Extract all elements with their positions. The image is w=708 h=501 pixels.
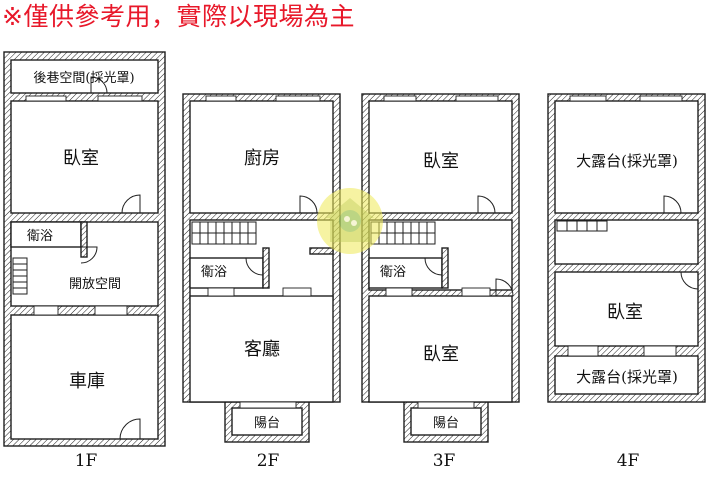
floor-1f-window [94, 305, 128, 316]
floor-4f-terrace-back-door [663, 195, 682, 214]
floor-2f-bathroom-room [189, 257, 264, 289]
floor-3f-bedroom-back-label: 臥室 [423, 151, 459, 172]
floor-3f-bedroom-front-room [368, 295, 513, 403]
floor-4f-stairs [556, 220, 608, 232]
floor-2f-kitchen-door [299, 195, 318, 214]
floor-3f-window [383, 95, 417, 102]
floor-1f-bedroom-room [10, 100, 159, 214]
floor-4f-window [639, 95, 683, 102]
floor-3f-bedroom-back-room [368, 100, 513, 214]
watermark-logo [317, 188, 383, 254]
floor-1f-bedroom-door [121, 194, 141, 214]
floor-1f-label: 1F [75, 451, 98, 471]
floor-2f-partition [309, 247, 334, 255]
floor-2f-window [282, 287, 312, 297]
floor-3f-bathroom-room [368, 257, 443, 289]
floor-1f-back-alley-room [10, 59, 159, 94]
floor-2f-bathroom-door [245, 257, 264, 276]
floor-2f-bath-wall [262, 247, 270, 289]
floor-1f-window [25, 95, 67, 102]
floor-1f-bathroom-label: 衛浴 [27, 229, 53, 244]
floor-2f-window [205, 95, 237, 102]
floor-3f-window [417, 401, 475, 409]
floor-3f-label: 3F [433, 451, 456, 471]
floor-3f-window [455, 95, 499, 102]
floor-1f-stairs [12, 257, 28, 295]
floor-4f-terrace-front-label: 大露台(採光罩) [576, 368, 678, 386]
floor-2f-kitchen-label: 廚房 [244, 147, 280, 169]
floor-2f-window [239, 401, 297, 409]
floor-1f-back-door [90, 76, 108, 94]
floor-2f-living-room [189, 295, 334, 403]
floor-3f-balcony-label: 陽台 [433, 416, 459, 431]
floor-4f-terrace-front-room [554, 355, 699, 395]
floor-2f-label: 2F [257, 451, 280, 471]
floor-3f-balcony-room [410, 407, 482, 436]
floor-1f-garage-label: 車庫 [69, 371, 105, 392]
floor-4f-label: 4F [617, 451, 640, 471]
floor-4f-window [569, 95, 607, 102]
floor-2f-balcony-room [231, 407, 303, 436]
floor-2f-stairs [191, 221, 257, 245]
floor-3f-bedroom-front-door [495, 278, 514, 297]
floor-4f-bedroom-label: 臥室 [607, 302, 643, 323]
floor-1f-window [97, 95, 143, 102]
floor-2f-plan: 廚房 衛浴 客廳 陽台 2F [182, 93, 341, 471]
floor-3f-bedroom-back-door [477, 195, 496, 214]
floor-3f-bathroom-label: 衛浴 [380, 265, 406, 280]
floor-1f-garage-room [10, 314, 159, 440]
floor-2f-living-room-label: 客廳 [244, 339, 280, 360]
floor-1f-window [33, 305, 59, 316]
floor-3f-bathroom-door [424, 257, 443, 276]
floor-2f-window [275, 95, 321, 102]
floor-2f-bathroom-label: 衛浴 [201, 265, 227, 280]
floor-1f-bathroom-door [80, 246, 98, 264]
floor-3f-bath-wall [441, 247, 449, 289]
floor-4f-bedroom-room [554, 271, 699, 347]
floor-4f-window [643, 345, 677, 357]
floor-1f-bedroom-label: 臥室 [63, 148, 99, 169]
floor-2f-kitchen-room [189, 100, 334, 214]
floor-2f-balcony-label: 陽台 [254, 416, 280, 431]
floor-4f-window [567, 345, 599, 357]
floor-3f-window [461, 287, 491, 297]
floor-1f-bath-wall [80, 221, 88, 258]
floor-2f-window [207, 287, 235, 297]
floor-4f-plan: 大露台(採光罩) 臥室 大露台(採光罩) 4F [547, 93, 706, 471]
floor-3f-bedroom-front-label: 臥室 [423, 344, 459, 365]
disclaimer-notice: ※僅供參考用，實際以現場為主 [2, 2, 355, 31]
floor-1f-bathroom-room [10, 221, 82, 248]
floor-1f-back-alley-label: 後巷空間(採光罩) [33, 71, 134, 86]
floor-4f-terrace-back-label: 大露台(採光罩) [576, 152, 678, 170]
floor-4f-bedroom-door [680, 271, 699, 290]
floor-1f-plan: 後巷空間(採光罩) 臥室 衛浴 開放空間 車庫 1F [3, 51, 166, 471]
floor-4f-terrace-back-room [554, 100, 699, 214]
floor-1f-open-space-label: 開放空間 [69, 277, 121, 292]
floor-1f-garage-door [119, 418, 141, 440]
floor-3f-window [385, 287, 413, 297]
floor-3f-plan: 臥室 衛浴 臥室 陽台 3F [361, 93, 520, 471]
